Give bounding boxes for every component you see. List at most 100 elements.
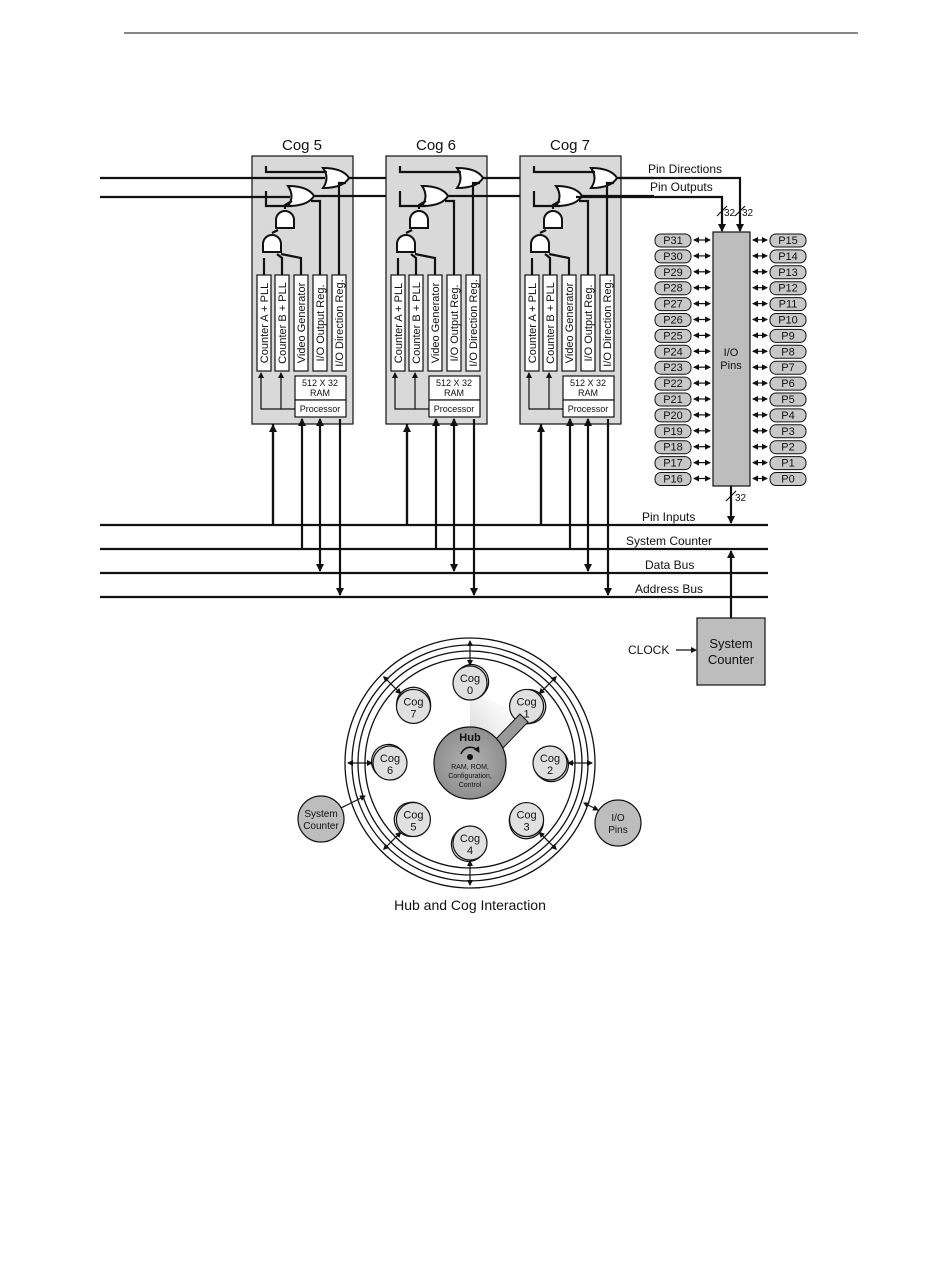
pin-chip [769, 297, 807, 312]
hub-sub-3: Control [459, 782, 482, 789]
hub-io-pins [594, 799, 642, 847]
hub-cog-l1: Cog [403, 810, 423, 822]
hub-cog-l2: 2 [547, 765, 553, 777]
cog-block-label: I/O Output Reg. [449, 284, 461, 361]
hub-cog-body [452, 665, 488, 701]
pin-chip [654, 249, 692, 264]
pin-directions-label: Pin Directions [648, 162, 722, 176]
hub-cog-l1: Cog [460, 673, 480, 685]
pin-label: P9 [781, 330, 794, 342]
ram-label-2: RAM [444, 388, 464, 398]
hub-cog-l2: 3 [524, 822, 530, 834]
pin-chip [654, 472, 692, 486]
io-pins-label-2: Pins [720, 360, 742, 372]
hub-cog-l1: Cog [516, 696, 536, 708]
caption: Hub and Cog Interaction [394, 897, 546, 913]
pin-label: P4 [781, 410, 794, 422]
pin-label: P19 [663, 426, 683, 438]
pin-label: P11 [779, 299, 798, 311]
pin-chip [654, 440, 692, 455]
cog-block-label: I/O Direction Reg. [468, 279, 480, 366]
pin-chip [769, 408, 807, 423]
pin-chip [769, 424, 807, 439]
cog-block-label: Video Generator [430, 282, 442, 363]
pin-label: P29 [663, 267, 683, 279]
ram-label-2: RAM [310, 388, 330, 398]
pin-label: P2 [781, 442, 794, 454]
cog-block-label: Counter A + PLL [393, 283, 405, 363]
top-signal-lines: Pin Directions Pin Outputs 32 32 [100, 162, 754, 232]
pin-chip [654, 297, 692, 312]
hub-cog-l1: Cog [540, 753, 560, 765]
pin-label: P31 [663, 235, 683, 247]
hub-cog-body [508, 801, 545, 838]
pin-label: P25 [663, 330, 683, 342]
system-counter-bus-label: System Counter [626, 534, 712, 548]
pin-chip [769, 360, 807, 375]
clock-label: CLOCK [628, 643, 669, 657]
pin-label: P26 [663, 315, 683, 327]
pin-chip [654, 328, 692, 343]
pin-label: P6 [781, 378, 794, 390]
hub-sub-1: RAM, ROM, [451, 764, 489, 771]
hub-io-pins-1: I/O [611, 813, 625, 824]
pin-chip [769, 313, 807, 327]
hub-cog-l2: 1 [524, 708, 530, 720]
pin-chip [769, 392, 807, 407]
hub-cog-body [372, 745, 408, 781]
pin-label: P10 [778, 315, 798, 327]
cog-block-label: I/O Output Reg. [315, 284, 327, 361]
hub-system-counter [297, 795, 345, 843]
pin-chip [654, 424, 692, 439]
pin-label: P8 [781, 346, 794, 358]
pin-outputs-label: Pin Outputs [650, 180, 713, 194]
pin-label: P16 [663, 474, 683, 486]
pin-label: P28 [663, 283, 683, 295]
cog-block-label: I/O Direction Reg. [602, 279, 614, 366]
pin-chip [769, 456, 807, 471]
hub-cog-l1: Cog [403, 696, 423, 708]
pin-label: P12 [778, 283, 798, 295]
pin-label: P18 [663, 442, 683, 454]
pin-chip [654, 456, 692, 471]
pin-label: P20 [663, 410, 683, 422]
ram-box [428, 375, 481, 401]
address-bus-label: Address Bus [635, 582, 703, 596]
hub-core [433, 726, 507, 800]
processor-label: Processor [434, 404, 475, 414]
pin-chip [769, 344, 807, 359]
pin-chip [769, 249, 807, 264]
hub-system-counter-2: Counter [303, 821, 339, 832]
pin-chip [769, 440, 807, 455]
hub-cog-l2: 4 [467, 845, 473, 857]
pin-label: P23 [663, 362, 683, 374]
system-counter-box-2: Counter [708, 652, 755, 667]
cog-block-label: Video Generator [296, 282, 308, 363]
cog-block-label: Counter A + PLL [259, 283, 271, 363]
pin-chip [769, 233, 807, 248]
cog-title: Cog 6 [416, 137, 456, 154]
pin-chip [769, 328, 807, 343]
processor-label: Processor [300, 404, 341, 414]
hub-cog-body [395, 688, 432, 725]
pins-left: P31P30P29P28P27P26P25P24P23P22P21P20P19P… [654, 233, 711, 486]
pin-chip [654, 360, 692, 375]
pin-chip [769, 376, 807, 391]
hub-system-counter-1: System [304, 809, 337, 820]
ram-label-1: 512 X 32 [302, 378, 338, 388]
cog-block-label: Video Generator [564, 282, 576, 363]
pin-label: P15 [778, 235, 798, 247]
pin-label: P27 [663, 299, 683, 311]
processor-label: Processor [568, 404, 609, 414]
pin-chip [654, 408, 692, 423]
hub-cog-l2: 7 [410, 708, 416, 720]
pin-chip [654, 376, 692, 391]
ram-box [562, 375, 615, 401]
